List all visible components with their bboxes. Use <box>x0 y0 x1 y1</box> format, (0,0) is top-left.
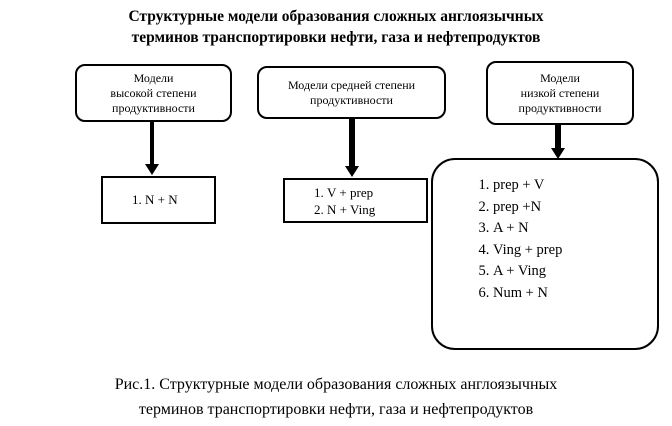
figure-caption: Рис.1. Структурные модели образования сл… <box>0 372 672 422</box>
node-low-productivity-patterns: prep + V prep +N A + N Ving + prep A + V… <box>431 158 659 350</box>
node-label-line: продуктивности <box>518 100 602 115</box>
pattern-list: V + prep N + Ving <box>285 184 375 218</box>
node-label-line: Модели <box>133 70 174 85</box>
node-medium-productivity-patterns: V + prep N + Ving <box>283 178 428 223</box>
diagram-title-line-2: терминов транспортировки нефти, газа и н… <box>131 29 541 46</box>
pattern-list: prep + V prep +N A + N Ving + prep A + V… <box>433 175 657 304</box>
down-arrow-connector-2 <box>344 119 360 177</box>
node-label-line: продуктивности <box>310 92 393 107</box>
diagram-title: Структурные модели образования сложных а… <box>0 6 672 48</box>
node-label-line: продуктивности <box>112 100 195 115</box>
node-medium-productivity-models: Модели средней степени продуктивности <box>257 66 446 119</box>
pattern-list-item: V + prep <box>327 184 375 201</box>
arrow-shaft <box>555 125 561 148</box>
arrow-head-icon <box>551 148 565 159</box>
node-label-line: низкой степени <box>520 85 600 100</box>
node-high-productivity-patterns: N + N <box>101 176 216 224</box>
arrow-head-icon <box>145 164 159 175</box>
diagram-title-line-1: Структурные модели образования сложных а… <box>128 8 544 25</box>
pattern-list-item: N + N <box>145 192 178 208</box>
pattern-list-item: A + N <box>493 218 657 240</box>
pattern-list: N + N <box>103 192 178 208</box>
node-high-productivity-models: Модели высокой степени продуктивности <box>75 64 232 122</box>
pattern-list-item: Ving + prep <box>493 240 657 262</box>
down-arrow-connector-1 <box>144 122 160 175</box>
node-label-line: Модели средней степени <box>287 77 416 92</box>
pattern-list-item: prep + V <box>493 175 657 197</box>
arrow-shaft <box>150 122 154 164</box>
node-low-productivity-models: Модели низкой степени продуктивности <box>486 61 634 125</box>
pattern-list-item: A + Ving <box>493 261 657 283</box>
down-arrow-connector-3 <box>550 125 566 159</box>
node-label-line: высокой степени <box>110 85 197 100</box>
figure-caption-line-2: терминов транспортировки нефти, газа и н… <box>138 401 534 418</box>
pattern-list-item: prep +N <box>493 197 657 219</box>
pattern-list-item: Num + N <box>493 283 657 305</box>
arrow-head-icon <box>345 166 359 177</box>
figure-caption-line-1: Рис.1. Структурные модели образования сл… <box>114 376 558 393</box>
pattern-list-item: N + Ving <box>327 201 375 218</box>
arrow-shaft <box>349 119 355 166</box>
node-label-line: Модели <box>540 70 580 85</box>
